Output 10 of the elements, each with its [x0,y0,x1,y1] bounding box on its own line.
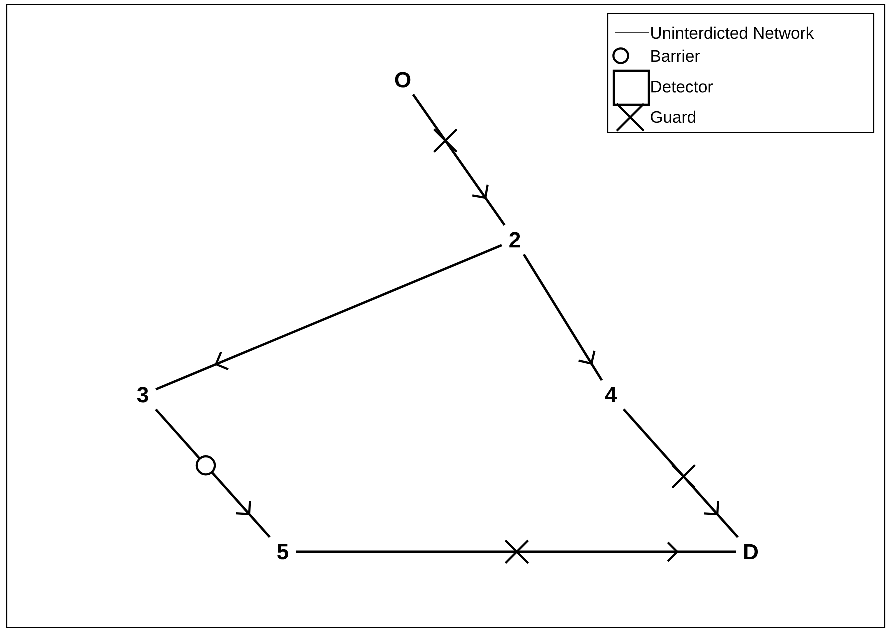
node-label: 2 [510,232,520,248]
legend-label: Barrier [652,50,700,62]
legend-label: Uninterdicted Network [652,26,814,40]
legend-label: Guard [651,110,696,124]
node-label: 5 [278,544,289,560]
node-label: D [744,544,758,560]
node-label: 3 [137,387,148,403]
node-label: O [395,72,411,88]
legend-label: Detector [652,81,713,93]
node-label: 4 [605,387,617,403]
